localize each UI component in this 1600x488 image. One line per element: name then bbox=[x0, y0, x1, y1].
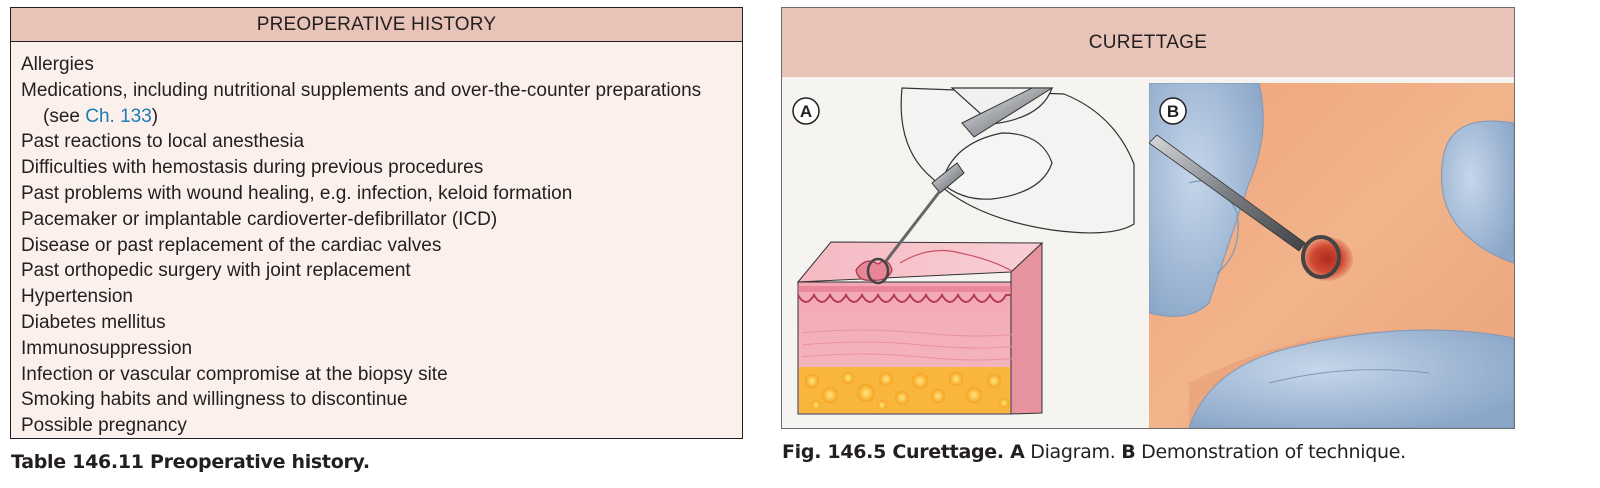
figure-header: CURETTAGE bbox=[782, 8, 1514, 77]
table-caption-text: Preoperative history. bbox=[143, 451, 370, 473]
curettage-technique-photo: B bbox=[1149, 83, 1514, 428]
list-item-medications: Medications, including nutritional suppl… bbox=[21, 78, 742, 130]
list-item: Difficulties with hemostasis during prev… bbox=[21, 157, 484, 179]
list-item-text: Medications, including nutritional suppl… bbox=[21, 79, 702, 127]
list-item: Past problems with wound healing, e.g. i… bbox=[21, 182, 573, 204]
list-item: Smoking habits and willingness to discon… bbox=[21, 389, 408, 411]
list-item: Immunosuppression bbox=[21, 337, 193, 359]
panel-a-label: A bbox=[800, 102, 812, 121]
list-item: Diabetes mellitus bbox=[21, 311, 166, 333]
curettage-diagram-illustration: A bbox=[782, 83, 1144, 428]
table-caption-label: Table 146.11 bbox=[11, 451, 144, 473]
panel-b-photo: B bbox=[1149, 83, 1514, 428]
curettage-figure: CURETTAGE bbox=[781, 7, 1515, 429]
list-item: Possible pregnancy bbox=[21, 415, 187, 437]
figure-caption-a-text: Diagram. bbox=[1024, 441, 1122, 463]
panel-b-label: B bbox=[1167, 102, 1179, 121]
table-caption: Table 146.11 Preoperative history. bbox=[11, 451, 370, 473]
figure-caption-b: B bbox=[1121, 441, 1136, 463]
list-item-suffix: ) bbox=[151, 105, 159, 127]
list-item: Allergies bbox=[21, 54, 94, 75]
chapter-link[interactable]: Ch. 133 bbox=[85, 105, 152, 127]
list-item: Pacemaker or implantable cardioverter-de… bbox=[21, 208, 498, 230]
figure-caption-a: A bbox=[1010, 441, 1025, 463]
preoperative-history-table: PREOPERATIVE HISTORY Allergies Medicatio… bbox=[10, 7, 743, 439]
list-item: Disease or past replacement of the cardi… bbox=[21, 234, 442, 256]
list-item: Infection or vascular compromise at the … bbox=[21, 363, 448, 385]
figure-caption-title: Curettage. bbox=[886, 441, 1011, 463]
list-item: Past reactions to local anesthesia bbox=[21, 131, 305, 153]
figure-caption: Fig. 146.5 Curettage. A Diagram. B Demon… bbox=[782, 441, 1406, 463]
history-list: Allergies Medications, including nutriti… bbox=[11, 42, 742, 439]
list-item: Hypertension bbox=[21, 286, 133, 308]
figure-caption-label: Fig. 146.5 bbox=[782, 441, 887, 463]
figure-caption-b-text: Demonstration of technique. bbox=[1135, 441, 1406, 463]
fat-layer bbox=[799, 367, 1010, 413]
panel-a-diagram: A bbox=[782, 83, 1144, 428]
table-header: PREOPERATIVE HISTORY bbox=[11, 8, 742, 42]
list-item: Past orthopedic surgery with joint repla… bbox=[21, 260, 411, 282]
